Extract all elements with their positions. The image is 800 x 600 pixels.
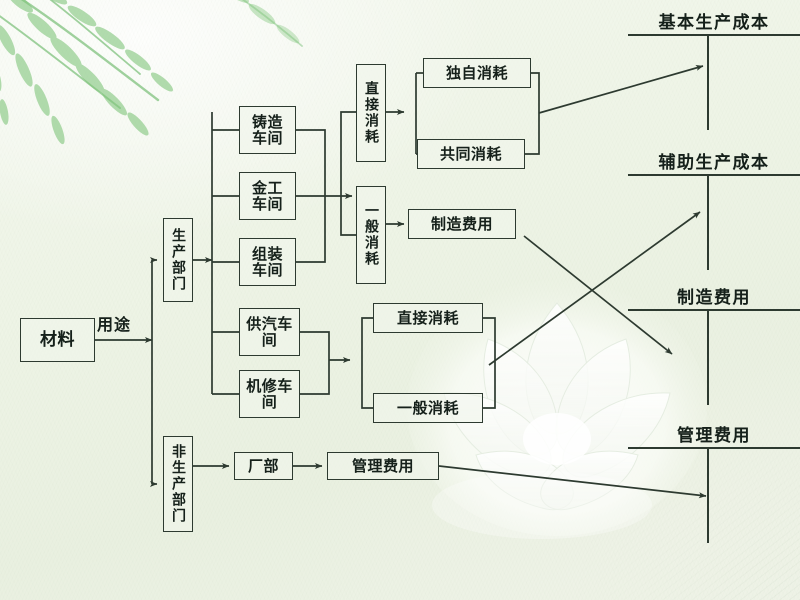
edge-label-usage: 用途 — [97, 315, 132, 334]
node-assembly-workshop[interactable]: 组装 车间 — [239, 238, 296, 286]
ledger-hbar — [628, 174, 800, 176]
ledger-hbar — [628, 309, 800, 311]
ledger-title-basic-production-cost: 基本生产成本 — [658, 13, 770, 33]
ledger-title-administrative-expense: 管理费用 — [677, 426, 751, 446]
node-nonproduction-department[interactable]: 非生产部门 — [163, 436, 193, 532]
ledger-auxiliary-production-cost: 辅助生产成本 — [628, 148, 800, 270]
node-own-consumption[interactable]: 独自消耗 — [423, 58, 531, 88]
node-administrative-expense-box[interactable]: 管理费用 — [327, 452, 439, 480]
ledger-title-auxiliary-production-cost: 辅助生产成本 — [658, 153, 770, 173]
node-factory-office[interactable]: 厂部 — [234, 452, 293, 480]
node-casting-workshop[interactable]: 铸造 车间 — [239, 106, 296, 154]
node-machine-repair-workshop[interactable]: 机修车 间 — [239, 370, 300, 418]
node-shared-consumption[interactable]: 共同消耗 — [417, 139, 525, 169]
node-material[interactable]: 材料 — [20, 318, 95, 362]
node-general-consumption-primary[interactable]: 一般消耗 — [356, 186, 386, 284]
node-metalwork-workshop[interactable]: 金工 车间 — [239, 172, 296, 220]
ledger-vbar — [707, 447, 709, 543]
ledger-vbar — [707, 174, 709, 270]
node-direct-consumption-auxiliary[interactable]: 直接消耗 — [373, 303, 483, 333]
node-manufacturing-overhead-box[interactable]: 制造费用 — [408, 209, 516, 239]
ledger-basic-production-cost: 基本生产成本 — [628, 8, 800, 130]
ledger-vbar — [707, 309, 709, 405]
node-production-department[interactable]: 生产部门 — [163, 218, 193, 302]
ledger-title-manufacturing-overhead: 制造费用 — [677, 288, 751, 308]
ledger-manufacturing-overhead: 制造费用 — [628, 283, 800, 405]
node-steam-supply-workshop[interactable]: 供汽车 间 — [239, 308, 300, 356]
ledger-administrative-expense: 管理费用 — [628, 421, 800, 543]
ledger-hbar — [628, 447, 800, 449]
ledger-hbar — [628, 34, 800, 36]
node-general-consumption-auxiliary[interactable]: 一般消耗 — [373, 393, 483, 423]
ledger-vbar — [707, 34, 709, 130]
node-direct-consumption-primary[interactable]: 直接消耗 — [356, 64, 386, 162]
